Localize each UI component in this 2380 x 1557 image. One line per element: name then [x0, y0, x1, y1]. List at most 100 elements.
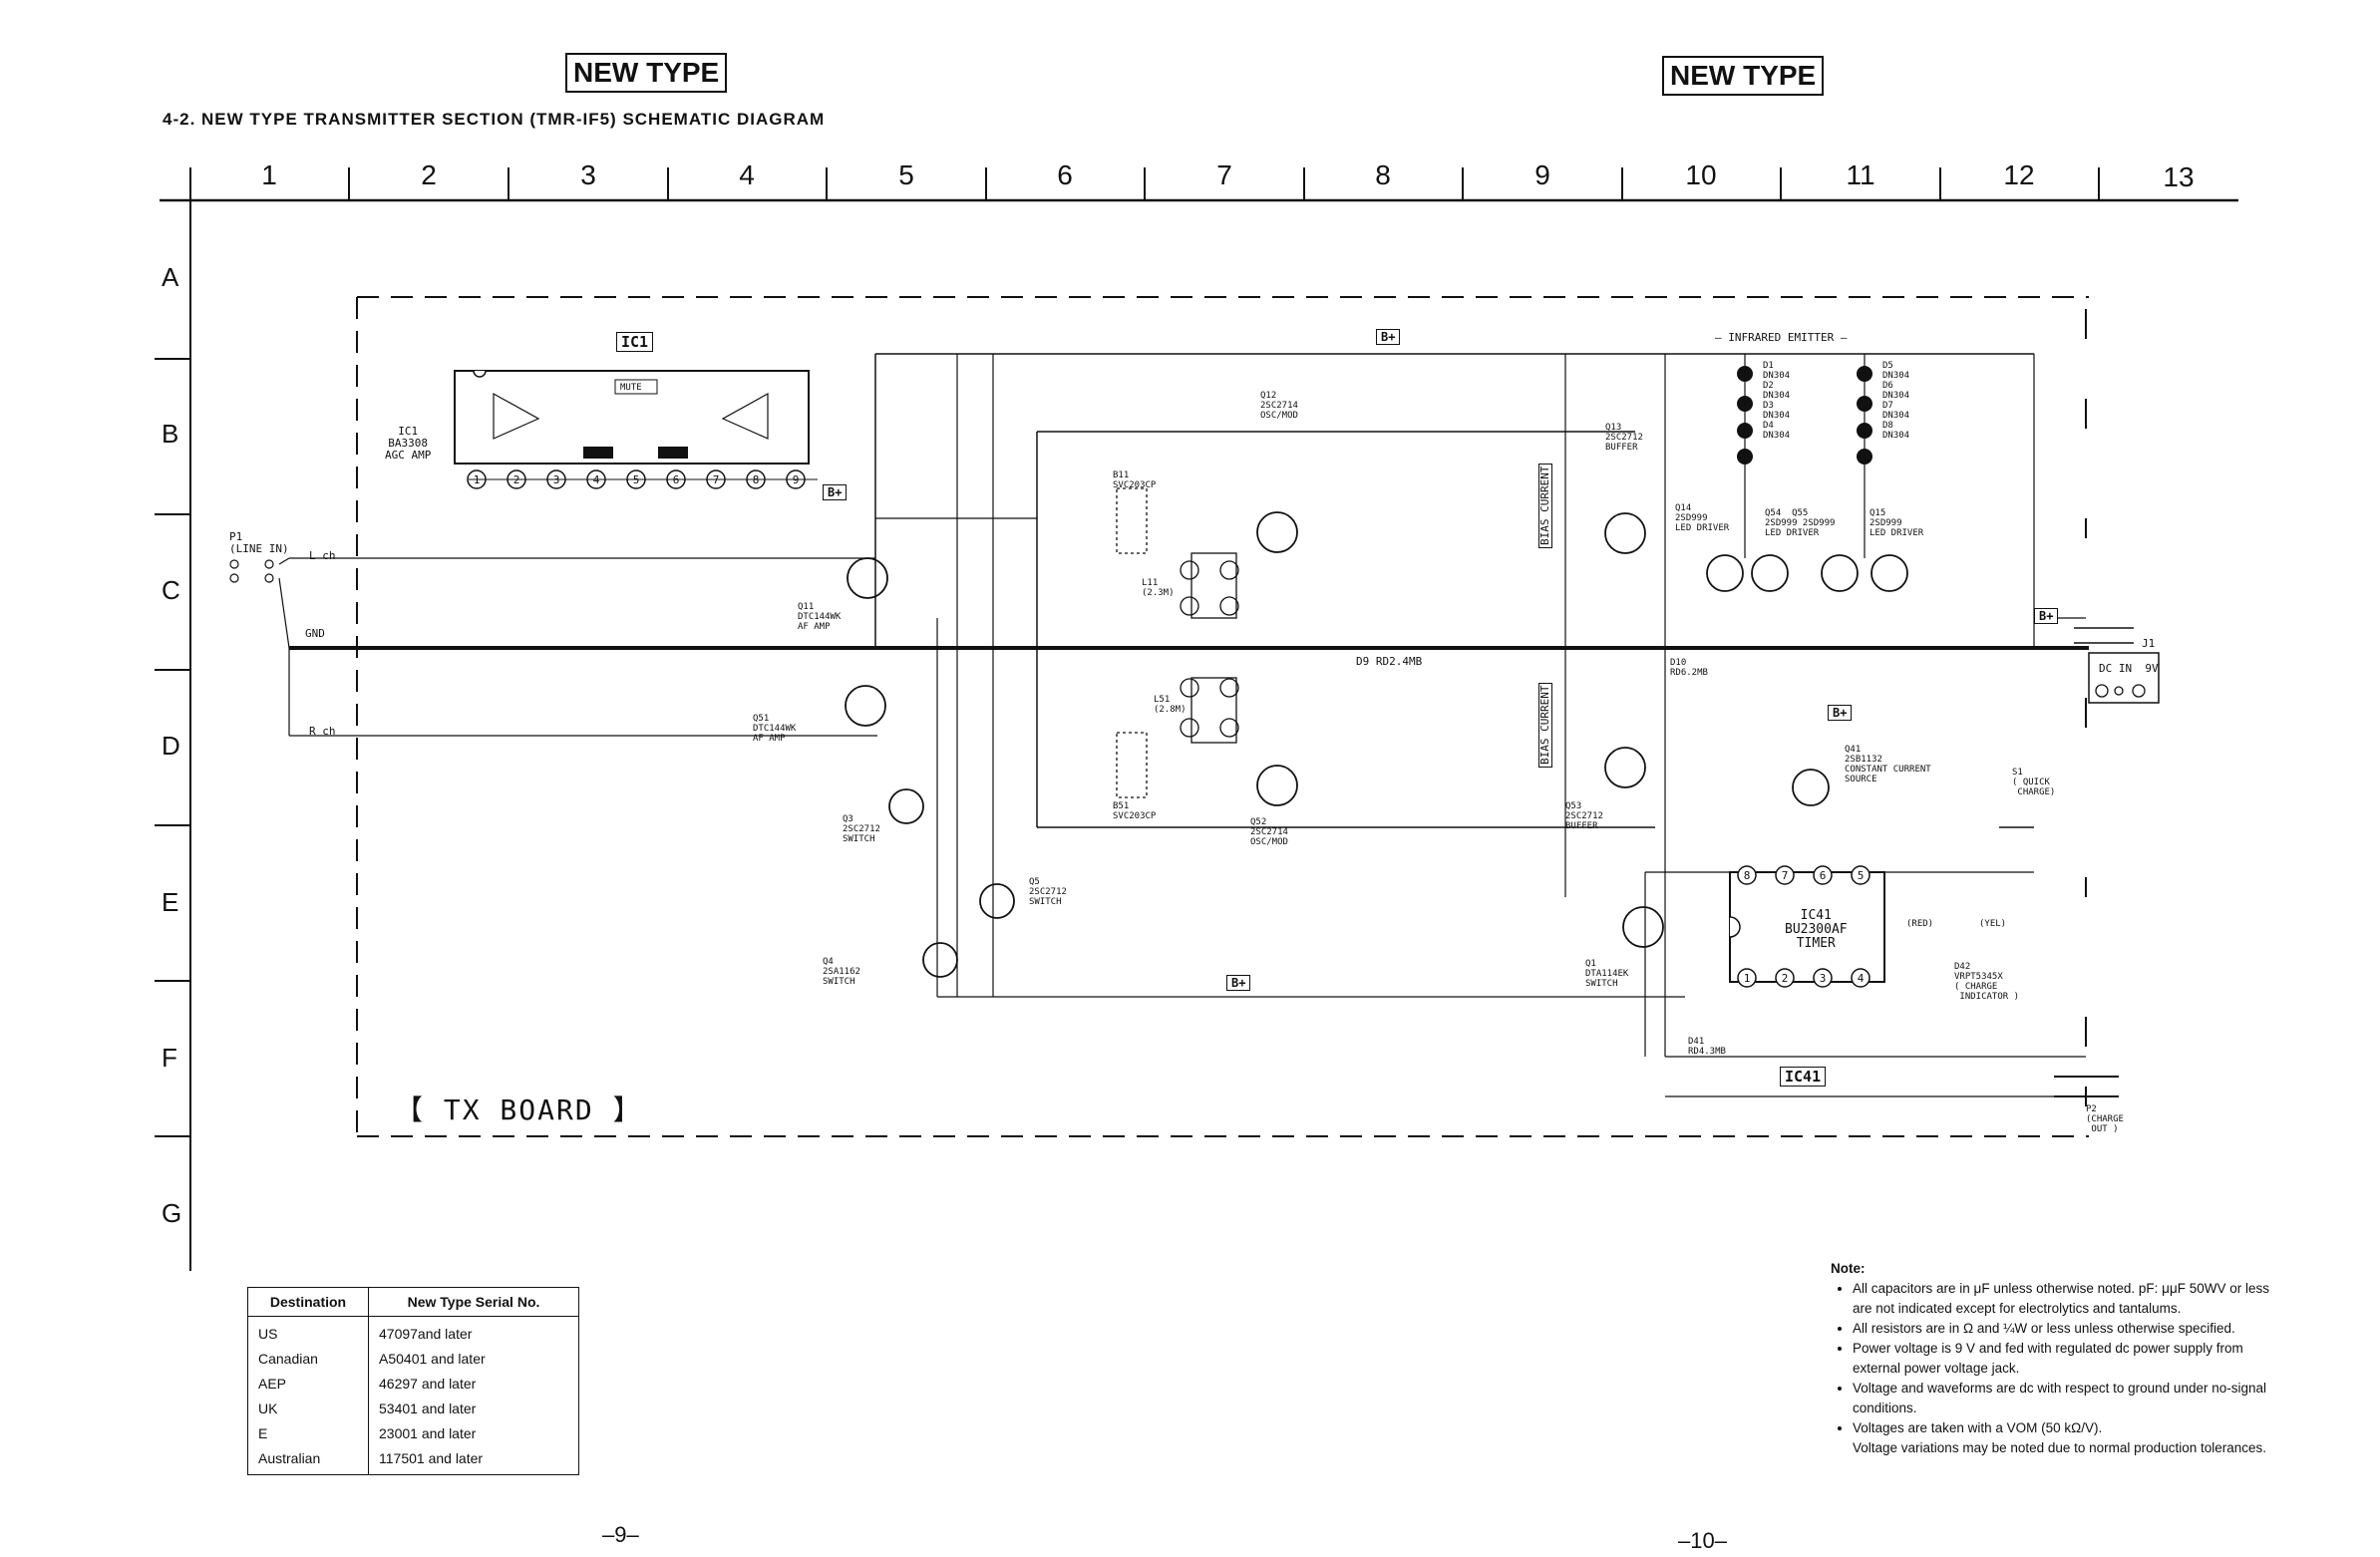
table-row: UK 53401 and later	[247, 1396, 579, 1420]
q5-label: Q5 2SC2712 SWITCH	[1029, 877, 1067, 907]
grid-column-label: 7	[1216, 159, 1232, 190]
grid-column-label: 4	[739, 159, 755, 190]
table-row: US 47097and later	[247, 1316, 579, 1346]
b51-label: B51 SVC203CP	[1113, 801, 1157, 821]
bplus-label: B+	[1828, 705, 1853, 721]
svg-text:8: 8	[1744, 869, 1751, 882]
destination-table: Destination New Type Serial No. US 47097…	[247, 1287, 579, 1475]
grid-row-label: C	[162, 575, 180, 605]
grid-row-label: E	[162, 887, 179, 917]
grid-column-label: 6	[1057, 159, 1073, 190]
grid-column-label: 3	[580, 159, 596, 190]
destination-cell: AEP	[247, 1371, 369, 1396]
grid-column-label: 1	[261, 159, 277, 190]
grid-row-label: A	[162, 262, 179, 292]
note-item: All capacitors are in μF unless otherwis…	[1853, 1279, 2269, 1319]
table-row: Canadian A50401 and later	[247, 1346, 579, 1371]
svg-text:1: 1	[1744, 972, 1751, 985]
destination-cell: UK	[247, 1396, 369, 1420]
ic1-part-label: IC1 BA3308 AGC AMP	[385, 425, 432, 462]
grid-row-label: G	[162, 1198, 182, 1228]
note-item: Voltage variations may be noted due to n…	[1853, 1440, 2267, 1455]
grid-column-label: 13	[2163, 161, 2195, 192]
destination-cell: Canadian	[247, 1346, 369, 1371]
grid-column-label: 8	[1375, 159, 1391, 190]
d1-d4-label: D1 DN304 D2 DN304 D3 DN304 D4 DN304	[1763, 361, 1791, 441]
destination-cell: E	[247, 1420, 369, 1445]
p2-charge-out-label: P2 (CHARGE OUT )	[2086, 1104, 2124, 1134]
svg-text:2: 2	[1782, 972, 1789, 985]
grid-row-label: F	[162, 1043, 177, 1073]
s1-quick-charge-label: S1 ( QUICK CHARGE)	[2012, 768, 2056, 797]
yel-led-label: (YEL)	[1979, 919, 2007, 929]
grid-column-label: 2	[421, 159, 437, 190]
q15-label: Q15 2SD999 LED DRIVER	[1870, 508, 1924, 538]
table-header: New Type Serial No.	[368, 1287, 579, 1317]
table-row: AEP 46297 and later	[247, 1371, 579, 1396]
table-row: Australian 117501 and later	[247, 1445, 579, 1475]
svg-text:5: 5	[1858, 869, 1865, 882]
p1-line-in-label: P1 (LINE IN)	[229, 530, 289, 555]
q52-label: Q52 2SC2714 OSC/MOD	[1250, 817, 1288, 847]
serial-cell: 47097and later	[368, 1316, 579, 1346]
diagram-title: 4-2. NEW TYPE TRANSMITTER SECTION (TMR-I…	[163, 110, 826, 129]
grid-column-label: 5	[898, 159, 914, 190]
serial-cell: 117501 and later	[368, 1445, 579, 1475]
q14-label: Q14 2SD999 LED DRIVER	[1675, 503, 1730, 533]
svg-text:7: 7	[1782, 869, 1789, 882]
d10-label: D10 RD6.2MB	[1670, 658, 1708, 678]
notes-title: Note:	[1831, 1261, 1866, 1276]
q53-label: Q53 2SC2712 BUFFER	[1565, 801, 1603, 831]
ic1-box-label: IC1	[616, 332, 654, 352]
bplus-label: B+	[1226, 975, 1251, 991]
notes-section: Note: All capacitors are in μF unless ot…	[1831, 1259, 2269, 1458]
serial-cell: A50401 and later	[368, 1346, 579, 1371]
q54-q55-label: Q54 Q55 2SD999 2SD999 LED DRIVER	[1765, 508, 1836, 538]
grid-row-label: D	[162, 731, 180, 761]
ic41-part-label: IC41 BU2300AF TIMER	[1785, 908, 1848, 951]
l51-label: L51 (2.8M)	[1154, 695, 1187, 715]
d9-label: D9 RD2.4MB	[1356, 655, 1423, 668]
red-led-label: (RED)	[1906, 919, 1934, 929]
note-item: All resistors are in Ω and ¼W or less un…	[1853, 1319, 2269, 1339]
new-type-badge-right: NEW TYPE	[1662, 56, 1825, 96]
note-item: Power voltage is 9 V and fed with regula…	[1853, 1339, 2269, 1379]
ic41-box-label: IC41	[1780, 1067, 1827, 1087]
q41-label: Q41 2SB1132 CONSTANT CURRENT SOURCE	[1845, 745, 1931, 784]
note-item: Voltages are taken with a VOM (50 kΩ/V).	[1853, 1418, 2269, 1438]
table-row: E 23001 and later	[247, 1420, 579, 1445]
dc-in-label: DC IN 9V	[2099, 662, 2159, 675]
new-type-badge-left: NEW TYPE	[565, 53, 728, 93]
svg-text:4: 4	[1858, 972, 1865, 985]
note-item: Voltage and waveforms are dc with respec…	[1853, 1379, 2269, 1418]
j1-label: J1	[2142, 637, 2156, 650]
svg-text:3: 3	[1820, 972, 1827, 985]
bias-current-label: BIAS CURRENT	[1538, 463, 1552, 548]
page-number-right: –10–	[1678, 1528, 1727, 1553]
bplus-label: B+	[2034, 608, 2059, 624]
tx-board-label: 【 TX BOARD 】	[395, 1093, 643, 1126]
lch-label: L ch	[309, 549, 336, 562]
serial-cell: 53401 and later	[368, 1396, 579, 1420]
destination-cell: Australian	[247, 1445, 369, 1475]
rch-label: R ch	[309, 725, 336, 738]
q13-label: Q13 2SC2712 BUFFER	[1605, 423, 1643, 453]
d5-d8-label: D5 DN304 D6 DN304 D7 DN304 D8 DN304	[1882, 361, 1910, 441]
q11-label: Q11 DTC144WK AF AMP	[798, 602, 842, 632]
l11-label: L11 (2.3M)	[1142, 578, 1175, 598]
grid-column-label: 9	[1534, 159, 1550, 190]
infrared-emitter-label: — INFRARED EMITTER —	[1715, 331, 1848, 344]
d41-label: D41 RD4.3MB	[1688, 1037, 1726, 1057]
q51-label: Q51 DTC144WK AF AMP	[753, 714, 797, 744]
grid-column-label: 11	[1846, 159, 1875, 190]
table-header: Destination	[247, 1287, 369, 1317]
q3-label: Q3 2SC2712 SWITCH	[843, 814, 880, 844]
bplus-label: B+	[1376, 329, 1401, 345]
bias-current-label: BIAS CURRENT	[1538, 682, 1552, 768]
svg-text:6: 6	[1820, 869, 1827, 882]
bplus-label: B+	[823, 484, 848, 500]
q12-label: Q12 2SC2714 OSC/MOD	[1260, 391, 1298, 421]
grid-row-label: B	[162, 419, 179, 449]
b11-label: B11 SVC203CP	[1113, 470, 1157, 490]
